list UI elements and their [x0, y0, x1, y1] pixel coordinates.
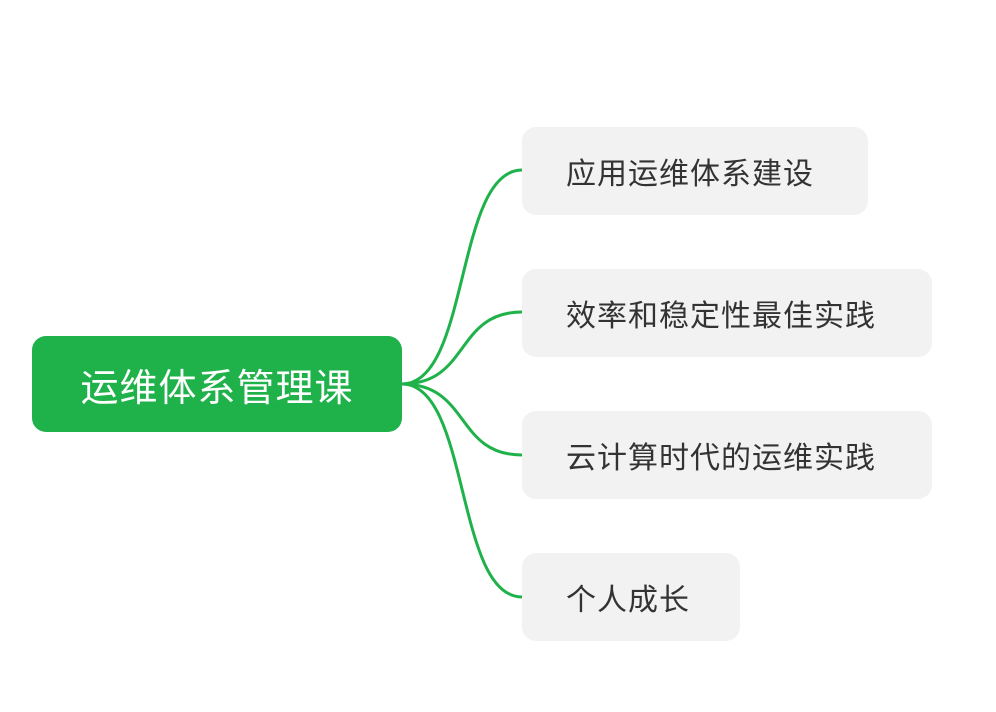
connector-to-child-3	[401, 382, 523, 599]
root-topic-label: 运维体系管理课	[80, 365, 354, 410]
subtopic-label: 云计算时代的运维实践	[566, 441, 876, 476]
subtopic-node-efficiency-stability[interactable]: 效率和稳定性最佳实践	[522, 269, 932, 357]
subtopic-label: 效率和稳定性最佳实践	[566, 299, 876, 334]
connector-to-child-1	[401, 310, 523, 386]
subtopic-node-app-ops[interactable]: 应用运维体系建设	[522, 127, 868, 215]
connector-to-child-2	[401, 382, 523, 457]
subtopic-label: 个人成长	[566, 583, 690, 618]
subtopic-node-cloud-ops[interactable]: 云计算时代的运维实践	[522, 411, 932, 499]
subtopic-node-personal-growth[interactable]: 个人成长	[522, 553, 740, 641]
connector-to-child-0	[401, 168, 523, 386]
root-topic-node[interactable]: 运维体系管理课	[32, 336, 402, 432]
subtopic-label: 应用运维体系建设	[566, 157, 814, 192]
